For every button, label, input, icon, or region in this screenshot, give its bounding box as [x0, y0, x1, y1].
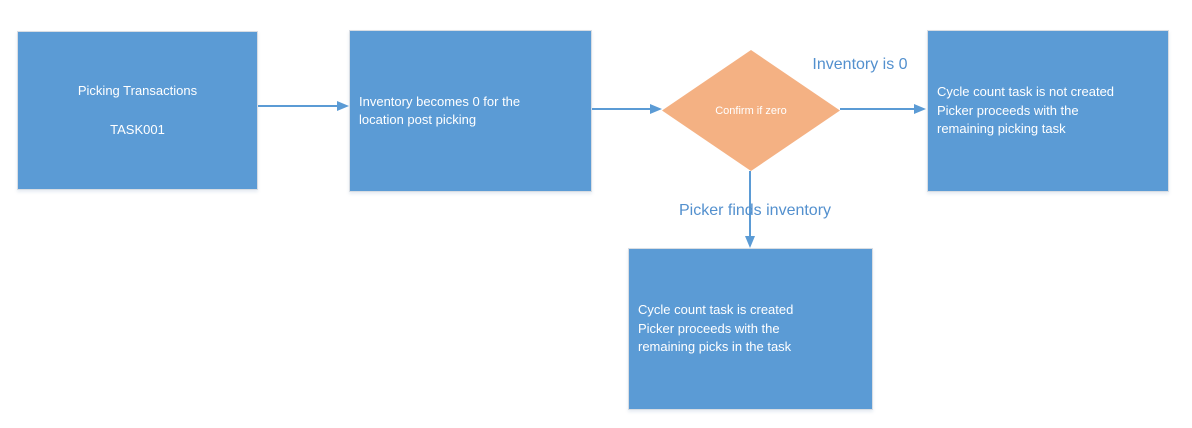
node-task-not-created: Cycle count task is not created Picker p…: [927, 30, 1169, 192]
node-text-line: Picker proceeds with the: [937, 102, 1079, 118]
node-text-line: Inventory becomes 0 for the: [359, 93, 521, 109]
node-text-line: location post picking: [359, 112, 477, 127]
node-text-line: Picker proceeds with the: [638, 320, 780, 336]
arrowhead-down-icon: [745, 236, 755, 248]
decision-text: Confirm if zero: [715, 104, 787, 117]
node-text-line: Picking Transactions: [77, 82, 198, 98]
connector-decision-to-not-created: [840, 108, 915, 110]
node-inventory-becomes-zero: Inventory becomes 0 for the location pos…: [349, 30, 592, 192]
arrowhead-right-icon: [650, 104, 662, 114]
branch-label-picker-finds-inventory: Picker finds inventory: [678, 202, 832, 219]
node-text-line: TASK001: [110, 122, 165, 137]
node-text-line: remaining picking task: [937, 121, 1066, 137]
node-text-line: Cycle count task is not created: [937, 84, 1115, 100]
node-text-line: Cycle count task is created: [638, 302, 794, 318]
arrowhead-right-icon: [914, 104, 926, 114]
connector-picking-to-inventory: [258, 105, 338, 107]
node-picking-transactions: Picking Transactions TASK001: [17, 31, 258, 190]
arrowhead-right-icon: [337, 101, 349, 111]
node-task-created: Cycle count task is created Picker proce…: [628, 248, 873, 410]
branch-label-inventory-is-zero: Inventory is 0: [812, 56, 908, 73]
connector-inventory-to-decision: [592, 108, 651, 110]
node-text-line: remaining picks in the task: [638, 339, 792, 355]
connector-decision-to-created: [749, 171, 751, 237]
